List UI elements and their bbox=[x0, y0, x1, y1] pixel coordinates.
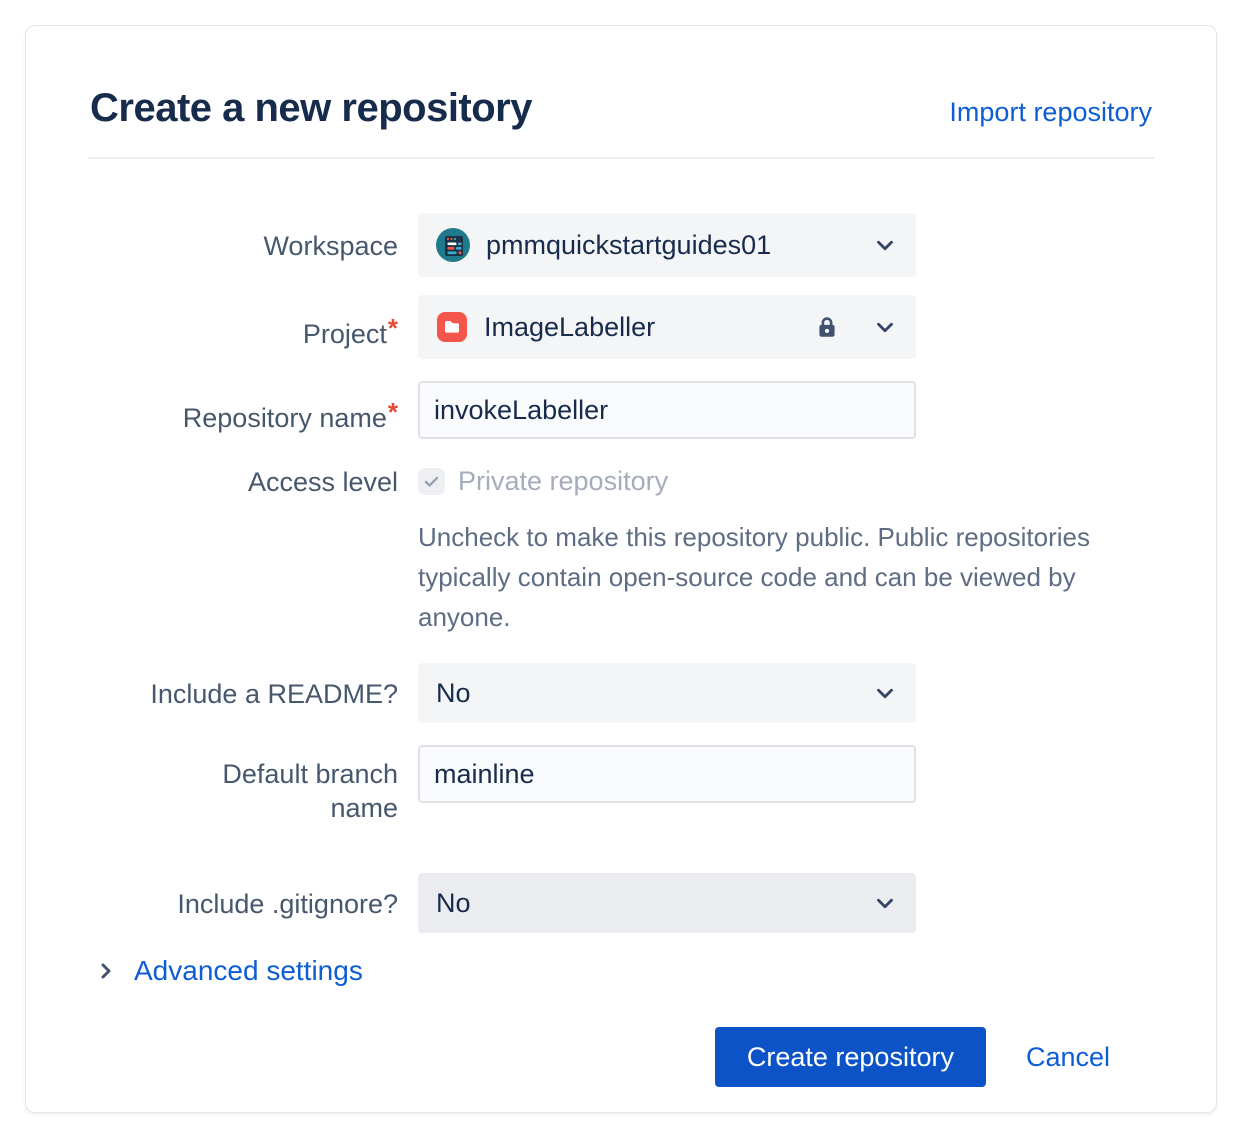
cancel-button[interactable]: Cancel bbox=[1025, 1041, 1110, 1072]
include-readme-row: Include a README? No bbox=[88, 663, 1154, 723]
dialog-actions: Create repository Cancel bbox=[88, 1027, 1154, 1087]
private-repository-label: Private repository bbox=[458, 466, 669, 496]
advanced-settings-toggle[interactable]: Advanced settings bbox=[94, 955, 363, 987]
header-divider bbox=[88, 157, 1154, 159]
workspace-label: Workspace bbox=[263, 231, 398, 261]
required-asterisk: * bbox=[387, 397, 398, 427]
chevron-down-icon bbox=[872, 890, 898, 916]
include-gitignore-row: Include .gitignore? No bbox=[88, 873, 1154, 933]
project-label: Project* bbox=[302, 313, 398, 349]
project-row: Project* ImageLabeller bbox=[88, 295, 1154, 359]
page-title: Create a new repository bbox=[90, 86, 533, 130]
project-value: ImageLabeller bbox=[484, 311, 656, 342]
access-level-help-text: Uncheck to make this repository public. … bbox=[418, 522, 1090, 632]
create-repository-button[interactable]: Create repository bbox=[714, 1027, 986, 1087]
repository-name-label: Repository name* bbox=[182, 397, 398, 433]
access-level-label: Access level bbox=[247, 467, 398, 497]
workspace-select[interactable]: pmmquickstartguides01 bbox=[418, 213, 916, 277]
advanced-settings-label: Advanced settings bbox=[134, 955, 363, 986]
default-branch-label: Default branch name bbox=[222, 759, 398, 823]
workspace-avatar bbox=[436, 228, 470, 262]
include-gitignore-value: No bbox=[436, 887, 471, 918]
create-repository-form: Workspace bbox=[88, 213, 1154, 1087]
dialog-header: Create a new repository Import repositor… bbox=[88, 86, 1154, 131]
required-asterisk: * bbox=[387, 313, 398, 343]
access-level-row: Access level Private repository Uncheck … bbox=[88, 465, 1154, 637]
default-branch-input[interactable] bbox=[418, 745, 916, 803]
lock-icon bbox=[814, 314, 840, 340]
private-repository-checkbox[interactable] bbox=[418, 468, 445, 495]
chevron-down-icon bbox=[872, 232, 898, 258]
project-select[interactable]: ImageLabeller bbox=[418, 295, 916, 359]
chevron-right-icon bbox=[101, 963, 111, 979]
include-gitignore-label: Include .gitignore? bbox=[177, 889, 398, 919]
chevron-down-icon bbox=[872, 680, 898, 706]
include-readme-value: No bbox=[436, 677, 471, 708]
check-icon bbox=[424, 476, 439, 487]
default-branch-row: Default branch name bbox=[88, 745, 1154, 825]
repository-name-input[interactable] bbox=[418, 381, 916, 439]
workspace-row: Workspace bbox=[88, 213, 1154, 277]
include-gitignore-select[interactable]: No bbox=[418, 873, 916, 933]
workspace-value: pmmquickstartguides01 bbox=[486, 229, 772, 260]
include-readme-select[interactable]: No bbox=[418, 663, 916, 723]
import-repository-link[interactable]: Import repository bbox=[949, 97, 1152, 127]
repository-name-row: Repository name* bbox=[88, 381, 1154, 439]
chevron-down-icon bbox=[872, 314, 898, 340]
project-avatar-folder-icon bbox=[436, 311, 468, 343]
create-repository-dialog: Create a new repository Import repositor… bbox=[25, 25, 1217, 1113]
include-readme-label: Include a README? bbox=[150, 679, 398, 709]
